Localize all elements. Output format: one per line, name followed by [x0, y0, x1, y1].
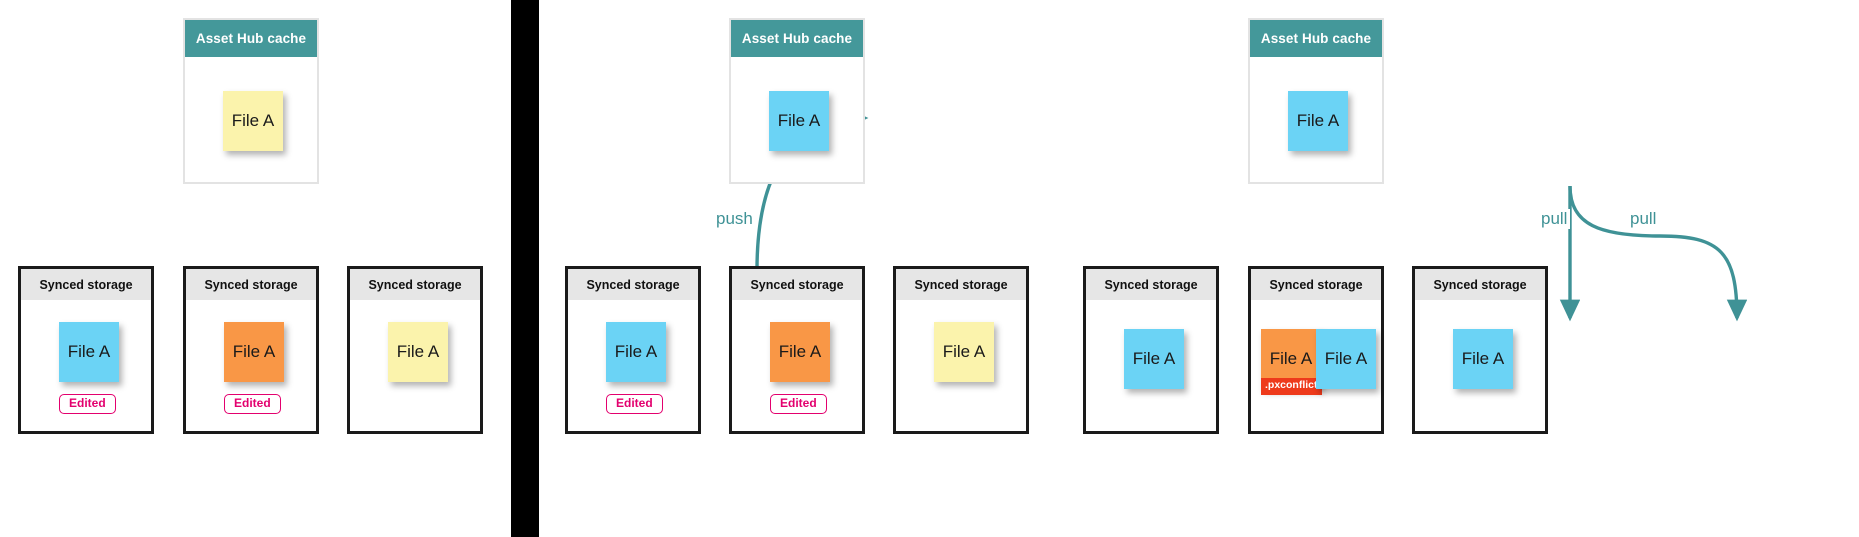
panel-right-store-1: Synced storage File A	[1083, 266, 1219, 434]
panel-divider	[511, 0, 539, 537]
panel-right-store-2: Synced storage File A .pxconflict File A	[1248, 266, 1384, 434]
store-body: File A	[350, 300, 480, 431]
store-body: File A	[896, 300, 1026, 431]
store-body: File A Edited	[732, 300, 862, 431]
panel-left-store-3: Synced storage File A	[347, 266, 483, 434]
sticky-note-file-a[interactable]: File A	[388, 322, 448, 382]
hub-title: Asset Hub cache	[185, 20, 317, 57]
sticky-note-file-a[interactable]: File A	[1124, 329, 1184, 389]
store-body: File A .pxconflict File A	[1251, 300, 1381, 431]
sticky-note-file-a[interactable]: File A	[770, 322, 830, 382]
store-title: Synced storage	[186, 269, 316, 300]
pull-arrow-2	[1568, 185, 1748, 322]
panel-left-hub-box: Asset Hub cache File A	[183, 18, 319, 184]
store-body: File A Edited	[568, 300, 698, 431]
store-title: Synced storage	[896, 269, 1026, 300]
sticky-note-file-a[interactable]: File A	[224, 322, 284, 382]
pull-label-2: pull	[1627, 209, 1660, 229]
panel-left-store-2: Synced storage File A Edited	[183, 266, 319, 434]
status-badge-edited: Edited	[59, 394, 116, 415]
hub-body: File A	[185, 57, 317, 182]
sticky-note-file-a[interactable]: File A	[223, 91, 283, 151]
sticky-note-file-a[interactable]: File A	[606, 322, 666, 382]
panel-right-hub-box: Asset Hub cache File A	[1248, 18, 1384, 184]
store-title: Synced storage	[732, 269, 862, 300]
sticky-note-file-a[interactable]: File A	[1316, 329, 1376, 389]
store-title: Synced storage	[568, 269, 698, 300]
store-body: File A Edited	[21, 300, 151, 431]
status-badge-edited: Edited	[606, 394, 663, 415]
store-body: File A Edited	[186, 300, 316, 431]
panel-middle-store-2: Synced storage File A Edited	[729, 266, 865, 434]
sticky-note-file-a[interactable]: File A	[59, 322, 119, 382]
panel-left-store-1: Synced storage File A Edited	[18, 266, 154, 434]
panel-middle-store-1: Synced storage File A Edited	[565, 266, 701, 434]
hub-body: File A	[1250, 57, 1382, 182]
panel-middle-store-3: Synced storage File A	[893, 266, 1029, 434]
push-label: push	[713, 209, 756, 229]
sticky-note-file-a[interactable]: File A	[769, 91, 829, 151]
store-body: File A	[1415, 300, 1545, 431]
sticky-note-file-a[interactable]: File A	[1453, 329, 1513, 389]
sticky-note-file-a[interactable]: File A	[934, 322, 994, 382]
status-badge-edited: Edited	[770, 394, 827, 415]
status-badge-pxconflict: .pxconflict	[1261, 378, 1322, 395]
store-title: Synced storage	[21, 269, 151, 300]
pull-label-1: pull	[1538, 209, 1571, 229]
sticky-note-file-a[interactable]: File A	[1288, 91, 1348, 151]
status-badge-edited: Edited	[224, 394, 281, 415]
store-body: File A	[1086, 300, 1216, 431]
hub-title: Asset Hub cache	[1250, 20, 1382, 57]
panel-middle-hub-box: Asset Hub cache File A	[729, 18, 865, 184]
panel-right-store-3: Synced storage File A	[1412, 266, 1548, 434]
hub-body: File A	[731, 57, 863, 182]
store-title: Synced storage	[1415, 269, 1545, 300]
hub-title: Asset Hub cache	[731, 20, 863, 57]
store-title: Synced storage	[1251, 269, 1381, 300]
store-title: Synced storage	[1086, 269, 1216, 300]
store-title: Synced storage	[350, 269, 480, 300]
